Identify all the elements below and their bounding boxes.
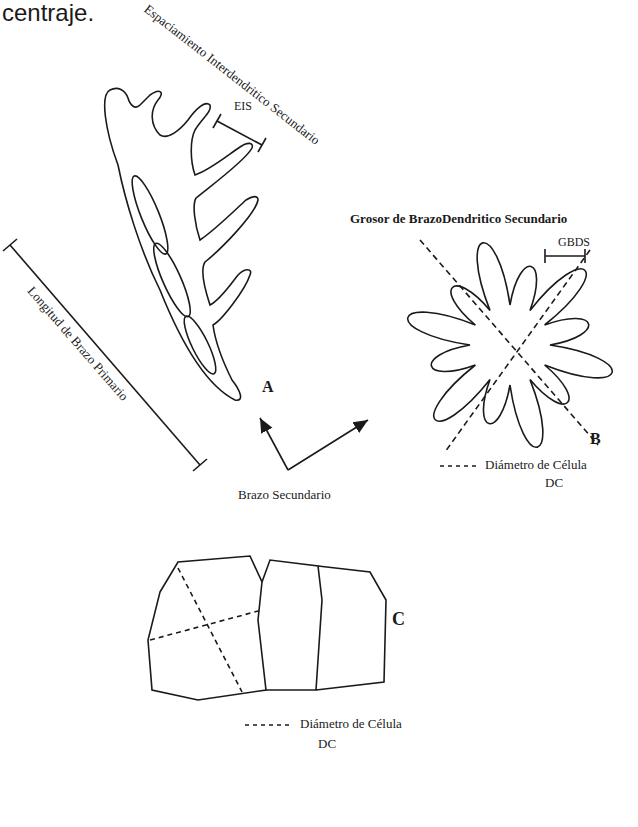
axis-label: Longitud de Brazo Primario: [24, 284, 131, 404]
dimension-label: EIS: [234, 100, 252, 113]
axis-label: Grosor de BrazoDendritico Secundario: [350, 212, 567, 226]
legend-label: Diámetro de Célula: [300, 717, 402, 731]
axis-label: Espaciamiento Interdendritico Secundario: [141, 2, 322, 148]
legend-label: Diámetro de Célula: [485, 458, 587, 472]
dimension-label: GBDS: [558, 236, 590, 249]
cell-c: [148, 556, 266, 700]
cell-c: [262, 560, 322, 690]
figure-letter: B: [590, 430, 601, 448]
figure-letter: C: [392, 610, 405, 630]
dimension-label: DC: [545, 476, 563, 490]
cell-c: [316, 566, 386, 690]
dendrite-b: [408, 243, 613, 448]
dendrite-a: [105, 88, 258, 400]
page-fragment: centraje.: [2, 0, 94, 26]
dimension-label: DC: [318, 737, 336, 751]
part-label: Brazo Secundario: [238, 488, 331, 502]
figure-letter: A: [262, 378, 274, 396]
